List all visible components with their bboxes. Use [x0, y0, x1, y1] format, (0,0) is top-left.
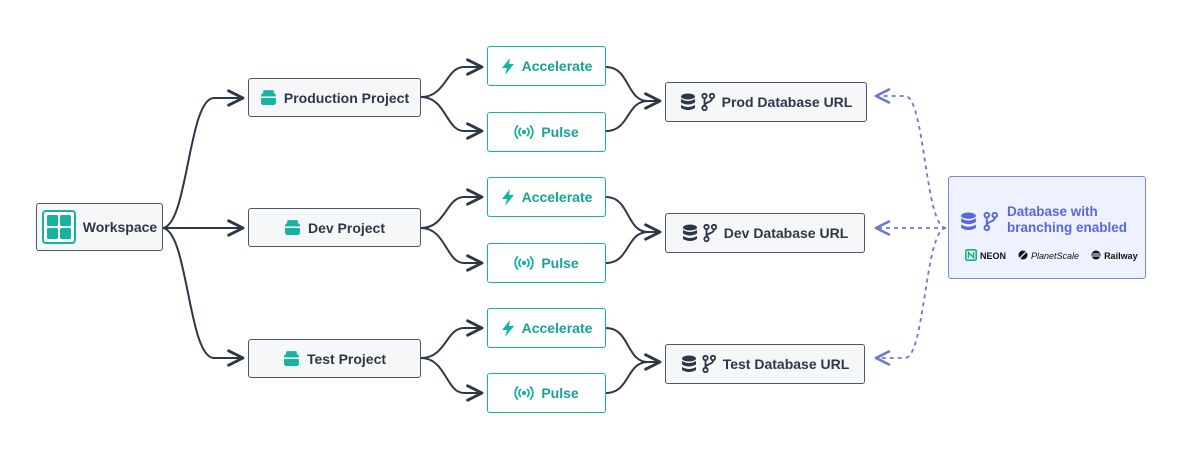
broadcast-icon	[514, 125, 534, 139]
database-icon	[681, 355, 697, 373]
neon-logo-icon	[965, 249, 977, 263]
branch-icon	[702, 355, 716, 373]
branch-icon	[703, 224, 717, 242]
project-production-label: Production Project	[283, 89, 410, 106]
neon-logo-label: NEON	[980, 251, 1007, 261]
planetscale-logo-icon	[1018, 250, 1028, 262]
railway-logo-label: Railway	[1104, 251, 1138, 261]
edge-dev-pulse	[420, 227, 484, 272]
broadcast-icon	[514, 256, 534, 270]
accelerate-label: Accelerate	[521, 320, 593, 336]
edge-test-pulse-url	[605, 361, 649, 394]
edge-test-accelerate-url	[605, 327, 662, 371]
railway-logo-icon	[1091, 250, 1101, 262]
database-icon	[682, 224, 698, 242]
edge-prod-pulse-url	[605, 100, 649, 132]
branch-icon	[701, 93, 715, 111]
project-production-node: Production Project	[248, 78, 421, 117]
pulse-node-dev: Pulse	[487, 243, 606, 283]
database-icon	[680, 93, 696, 111]
db-url-test-node: Test Database URL	[665, 344, 865, 384]
lightning-icon	[501, 188, 515, 206]
workspace-grid-icon	[41, 210, 76, 244]
edge-production-accelerate	[420, 58, 484, 98]
edge-test-accelerate	[420, 319, 484, 359]
project-dev-node: Dev Project	[248, 208, 421, 247]
project-dev-label: Dev Project	[307, 219, 386, 236]
project-test-label: Test Project	[306, 350, 387, 367]
database-icon	[960, 212, 977, 236]
pulse-label: Pulse	[541, 255, 579, 271]
pulse-node-test: Pulse	[487, 373, 606, 413]
accelerate-node-dev: Accelerate	[487, 177, 606, 217]
edge-production-pulse	[420, 96, 484, 140]
edge-dev-accelerate-url	[605, 196, 662, 241]
planetscale-logo-label: PlanetScale	[1031, 251, 1080, 261]
lightning-icon	[501, 319, 515, 337]
edge-dev-pulse-url	[605, 231, 649, 264]
railway-logo: Railway	[1091, 250, 1138, 262]
db-url-dev-label: Dev Database URL	[723, 225, 849, 241]
edge-provider-test	[874, 227, 947, 366]
db-url-prod-label: Prod Database URL	[721, 94, 853, 110]
box-icon	[283, 350, 300, 367]
pulse-label: Pulse	[541, 124, 579, 140]
database-provider-title: Database with branching enabled	[1007, 204, 1128, 235]
edge-workspace-production	[161, 89, 245, 229]
provider-logos: NEON PlanetScale Railway	[965, 249, 1138, 263]
neon-logo: NEON	[965, 249, 1006, 263]
accelerate-label: Accelerate	[521, 58, 593, 74]
lightning-icon	[501, 57, 515, 75]
db-url-dev-node: Dev Database URL	[665, 213, 865, 253]
accelerate-label: Accelerate	[521, 189, 593, 205]
edge-test-pulse	[420, 357, 484, 402]
workspace-node: Workspace	[36, 203, 163, 251]
branch-icon	[983, 211, 998, 236]
accelerate-node-test: Accelerate	[487, 308, 606, 348]
broadcast-icon	[514, 386, 534, 400]
planetscale-logo: PlanetScale	[1018, 250, 1079, 262]
edge-provider-prod	[874, 88, 947, 229]
workspace-label: Workspace	[82, 219, 158, 235]
box-icon	[260, 89, 277, 106]
box-icon	[284, 219, 301, 236]
edge-prod-accelerate-url	[605, 66, 662, 110]
pulse-label: Pulse	[541, 385, 579, 401]
project-test-node: Test Project	[248, 339, 421, 378]
edge-workspace-test	[161, 227, 245, 367]
db-url-prod-node: Prod Database URL	[665, 82, 867, 122]
pulse-node-production: Pulse	[487, 112, 606, 152]
db-url-test-label: Test Database URL	[722, 356, 850, 372]
database-provider-box: Database with branching enabled NEON Pla…	[948, 176, 1146, 279]
edge-dev-accelerate	[420, 188, 484, 229]
accelerate-node-production: Accelerate	[487, 46, 606, 86]
